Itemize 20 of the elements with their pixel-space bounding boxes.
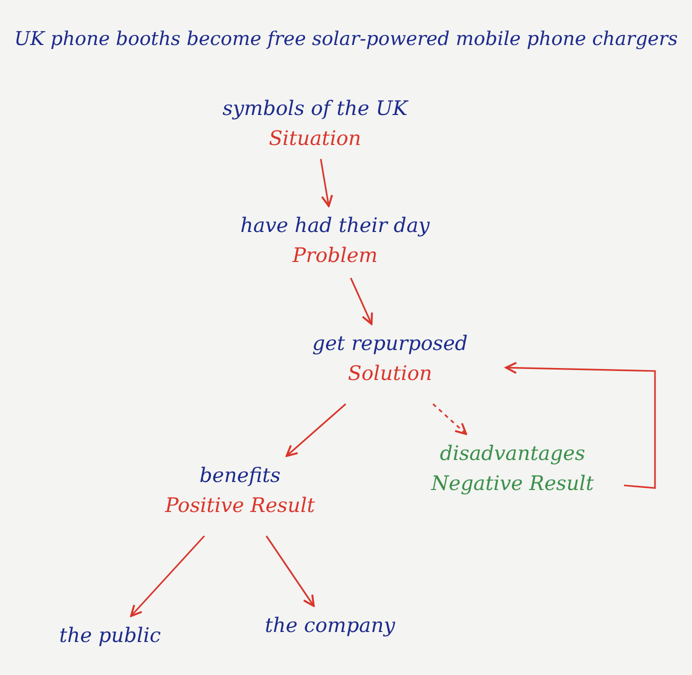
- arrow: [432, 403, 468, 435]
- stage-label: Solution: [348, 360, 432, 386]
- arrow: [286, 403, 346, 457]
- arrow: [350, 278, 373, 325]
- node-text: get repurposed: [312, 330, 468, 356]
- stage-label: Negative Result: [431, 470, 594, 496]
- arrow: [320, 158, 334, 207]
- title: UK phone booths become free solar-powered mobile phone chargers: [13, 28, 679, 50]
- stage-label: Problem: [292, 242, 378, 268]
- arrow: [505, 362, 656, 489]
- stage-label: Positive Result: [165, 492, 315, 518]
- arrow: [266, 536, 315, 607]
- node-text: symbols of the UK: [222, 95, 408, 121]
- node-text: benefits: [200, 462, 280, 488]
- node-text: the public: [59, 622, 161, 648]
- node-text: the company: [264, 612, 396, 638]
- stage-label: Situation: [268, 125, 362, 151]
- node-text: disadvantages: [440, 440, 586, 466]
- node-text: have had their day: [240, 212, 430, 238]
- arrow: [130, 535, 205, 617]
